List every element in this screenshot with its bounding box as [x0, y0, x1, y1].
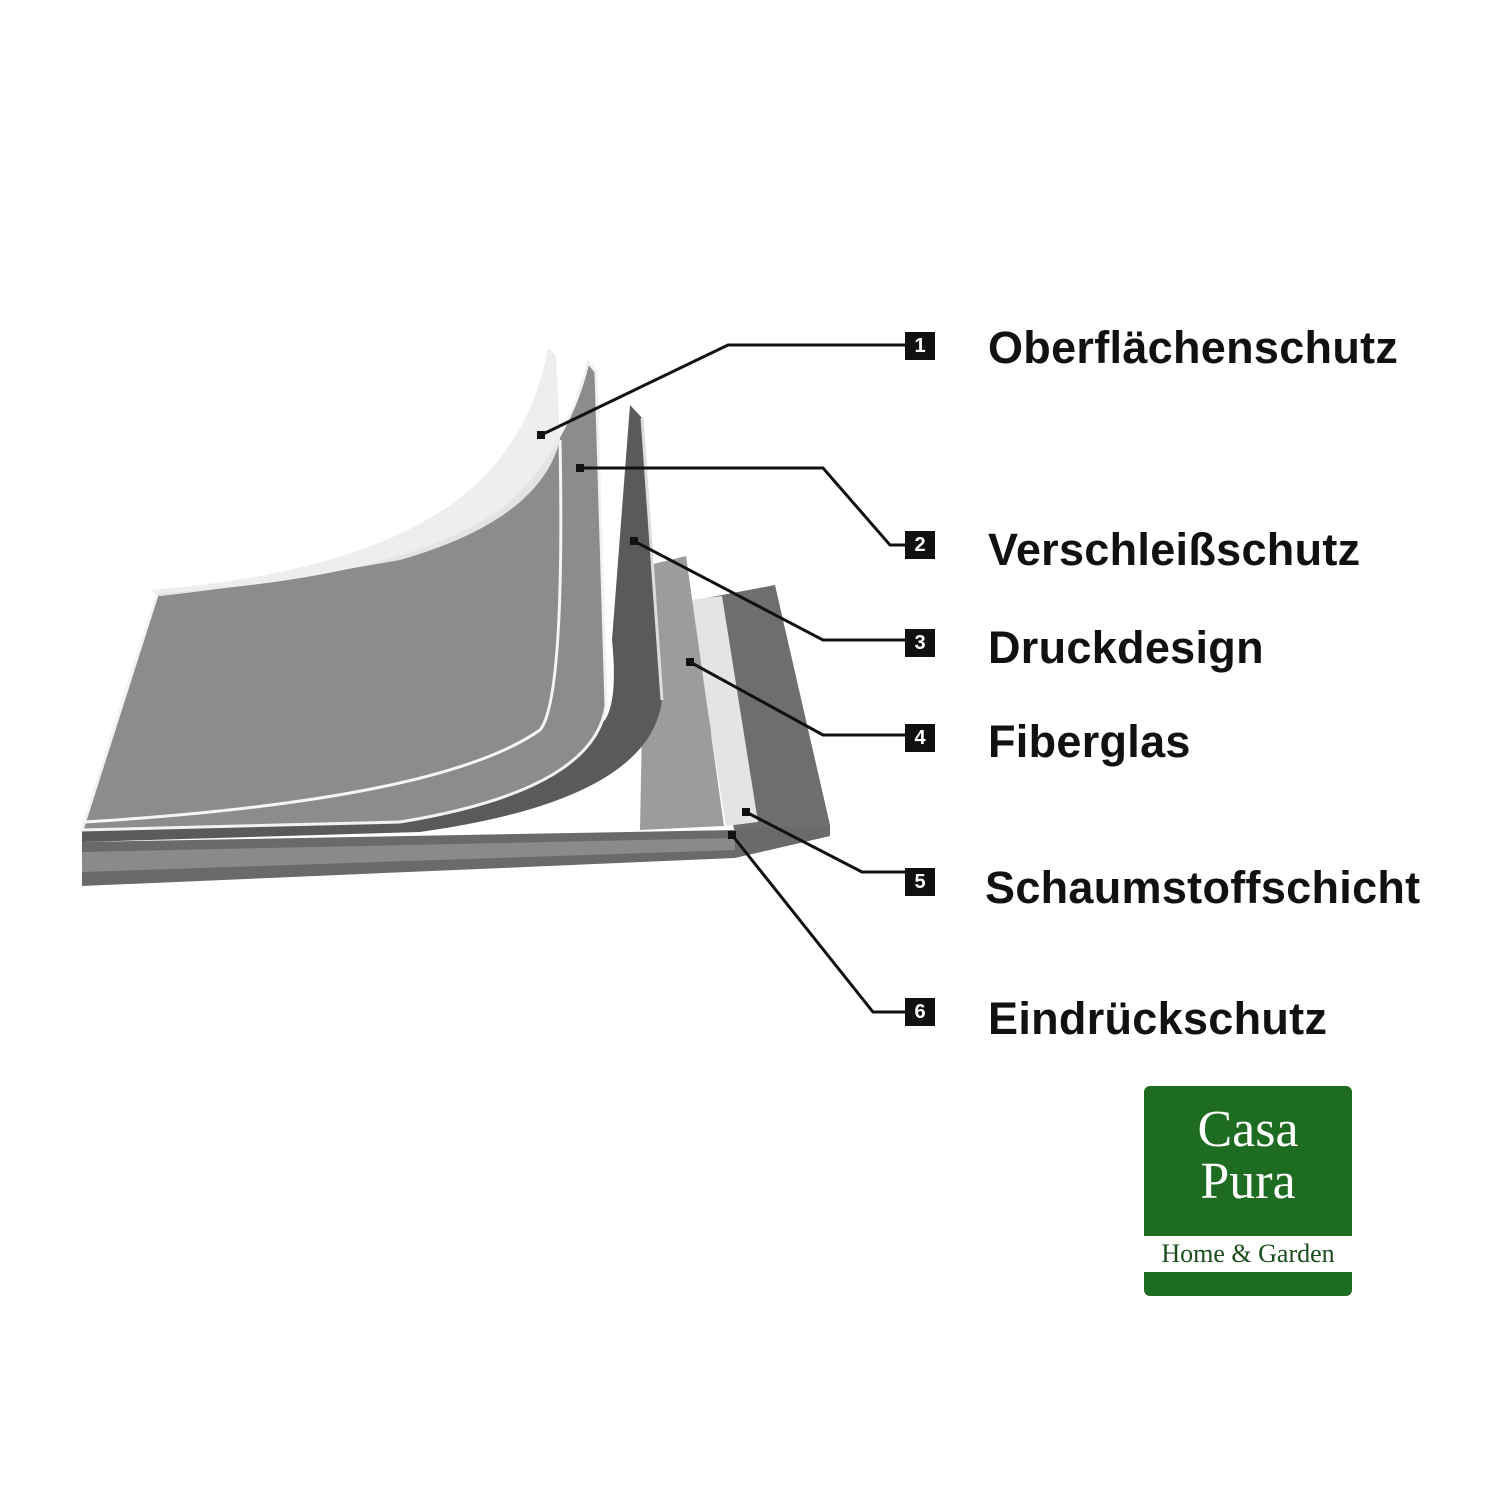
layer-number-badge: 3	[905, 629, 935, 657]
layer-number-badge: 5	[905, 868, 935, 896]
layer-label: Verschleißschutz	[988, 524, 1361, 575]
base-slab-front-light	[82, 838, 735, 872]
layer-number-badge: 2	[905, 531, 935, 559]
layer-label: Schaumstoffschicht	[985, 862, 1421, 913]
logo-band	[1144, 1236, 1352, 1272]
surface-protection-layer	[150, 348, 560, 596]
leader-lines	[540, 343, 905, 1014]
casa-pura-logo: Casa Pura Home & Garden	[1144, 1086, 1352, 1296]
wear-layer-edge	[84, 439, 563, 824]
layer-label: Oberflächenschutz	[988, 322, 1399, 373]
leader-dots	[537, 431, 750, 839]
layer-number-badge: 1	[905, 332, 935, 360]
fiberglass-layer	[640, 556, 724, 830]
foam-layer	[690, 596, 758, 826]
layer-label: Eindrückschutz	[988, 993, 1328, 1044]
layer-label: Fiberglas	[988, 716, 1191, 767]
layer-label: Druckdesign	[988, 622, 1264, 673]
logo-line1: Casa	[1197, 1101, 1299, 1158]
print-design-edge	[640, 417, 664, 701]
layer-number-badge: 6	[905, 998, 935, 1026]
logo-line2: Pura	[1200, 1153, 1296, 1210]
logo-tagline: Home & Garden	[1161, 1239, 1335, 1268]
layer-number-badge: 4	[905, 724, 935, 752]
